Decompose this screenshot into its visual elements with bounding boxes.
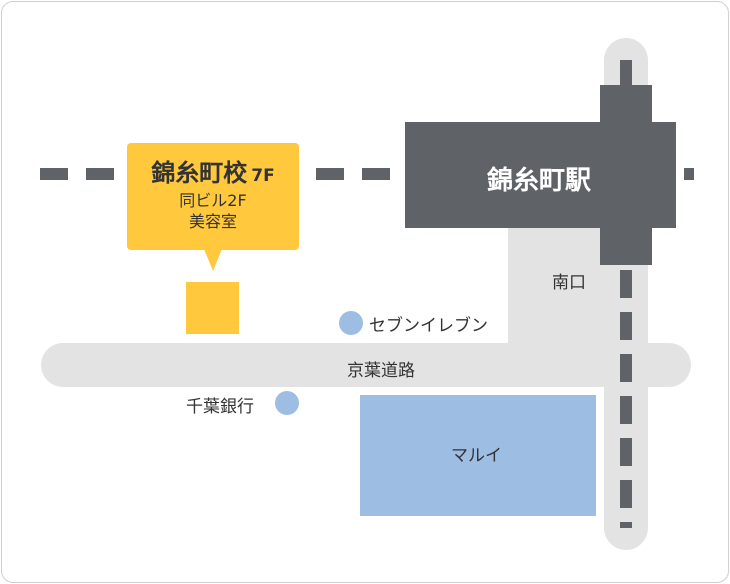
school-building-note: 同ビル2F [179,191,247,210]
marui-building [360,395,596,516]
station-name: 錦糸町駅 [487,166,592,196]
station-building-tower [600,85,652,265]
bank-label: 千葉銀行 [186,397,254,417]
marui-label: マルイ [451,446,502,466]
bank-marker [275,391,299,415]
school-neighbor: 美容室 [188,212,237,231]
road-name-label: 京葉道路 [347,361,415,381]
seven-eleven-marker [339,311,363,335]
keiyo-road [41,343,691,387]
school-marker [186,282,239,334]
seven-eleven-label: セブンイレブン [369,316,488,336]
station-exit-label: 南口 [552,273,586,293]
school-floor: 7F [251,166,275,186]
callout-pointer [204,249,222,271]
school-name: 錦糸町校 [151,159,248,187]
